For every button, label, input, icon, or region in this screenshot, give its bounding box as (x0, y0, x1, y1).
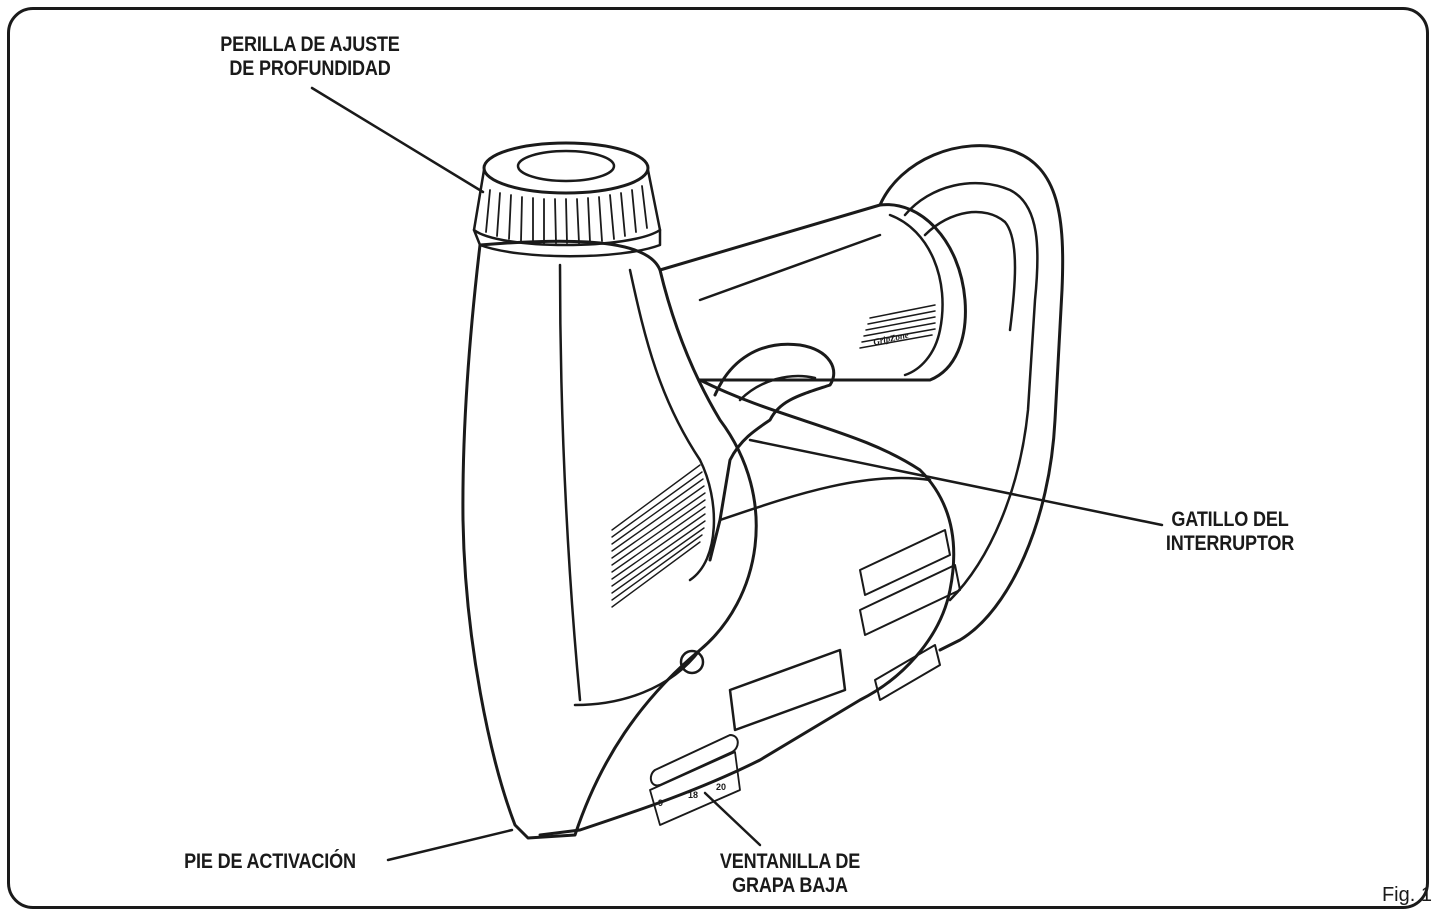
leader-trigger (748, 438, 1164, 527)
leader-lines (310, 86, 1164, 862)
leader-activation-foot (386, 828, 514, 862)
side-grill (611, 464, 706, 608)
leader-window (703, 791, 762, 847)
figure-label: Fig. 1 (1381, 884, 1432, 906)
callout-line: VENTANILLA DE (719, 850, 861, 873)
lower-body (538, 378, 956, 837)
callout-depth-knob: PERILLA DE AJUSTE DE PROFUNDIDAD (181, 33, 439, 81)
grip-bar (658, 203, 967, 382)
leader-depth-knob (310, 86, 485, 194)
callout-line: GRAPA BAJA (732, 874, 848, 897)
callout-line: GATILLO DEL (1171, 508, 1289, 531)
window-slot (649, 734, 739, 787)
callout-activation-foot: PIE DE ACTIVACIÓN (167, 850, 373, 874)
callout-line: PIE DE ACTIVACIÓN (184, 850, 356, 873)
callout-line: DE PROFUNDIDAD (229, 57, 391, 80)
vents (859, 529, 961, 701)
trigger (708, 342, 836, 562)
handle-loop (878, 144, 1065, 652)
side-button (679, 649, 705, 675)
depth-knob (472, 141, 662, 258)
callout-line: PERILLA DE AJUSTE (220, 33, 400, 56)
callout-switch-trigger: GATILLO DEL INTERRUPTOR (1144, 508, 1316, 556)
grip-texture (859, 304, 936, 349)
callout-line: INTERRUPTOR (1165, 532, 1295, 555)
figure-frame (7, 7, 1429, 909)
callout-low-staple-window: VENTANILLA DE GRAPA BAJA (670, 850, 911, 898)
